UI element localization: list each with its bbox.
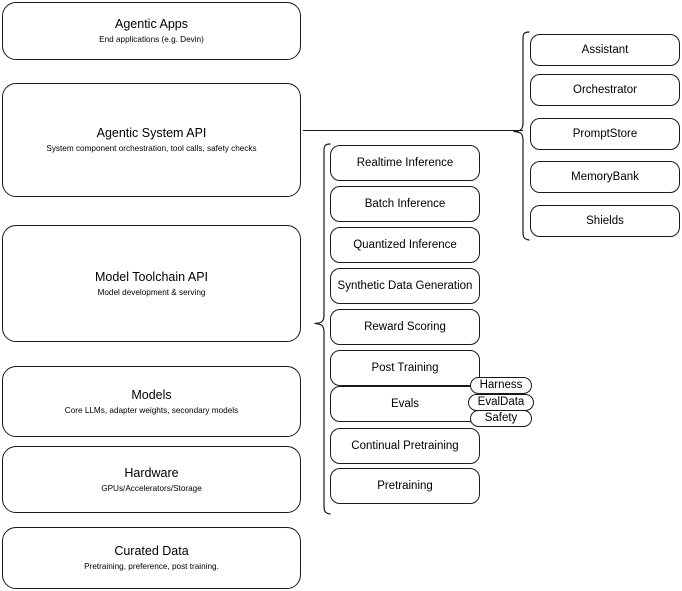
- evals-pill-harness[interactable]: Harness: [470, 377, 532, 394]
- brace-system-components: [513, 31, 530, 241]
- system-label: Orchestrator: [573, 84, 637, 96]
- layer-title: Curated Data: [114, 544, 189, 558]
- toolchain-box-evals[interactable]: Evals: [330, 386, 480, 422]
- system-box-promptstore[interactable]: PromptStore: [530, 118, 680, 150]
- evals-pill-label: Harness: [479, 379, 523, 391]
- layer-subtitle: Model development & serving: [97, 287, 206, 297]
- toolchain-box-post-training[interactable]: Post Training: [330, 350, 480, 386]
- layer-title: Models: [131, 387, 172, 402]
- toolchain-label: Batch Inference: [364, 198, 446, 210]
- layer-title: Agentic Apps: [115, 17, 188, 31]
- layer-box-model-toolchain-api[interactable]: Model Toolchain API Model development & …: [2, 225, 301, 342]
- evals-pill-evaldata[interactable]: EvalData: [468, 394, 534, 411]
- toolchain-box-pretraining[interactable]: Pretraining: [330, 468, 480, 504]
- toolchain-label: Synthetic Data Generation: [337, 280, 473, 292]
- toolchain-box-synthetic-data-generation[interactable]: Synthetic Data Generation: [330, 268, 480, 304]
- toolchain-label: Realtime Inference: [356, 157, 454, 169]
- layer-box-hardware[interactable]: Hardware GPUs/Accelerators/Storage: [2, 446, 301, 513]
- toolchain-box-continual-pretraining[interactable]: Continual Pretraining: [330, 428, 480, 464]
- evals-pill-label: EvalData: [477, 396, 525, 408]
- toolchain-box-reward-scoring[interactable]: Reward Scoring: [330, 309, 480, 345]
- layer-box-agentic-system-api[interactable]: Agentic System API System component orch…: [2, 83, 301, 197]
- layer-box-curated-data[interactable]: Curated Data Pretraining, preference, po…: [2, 527, 301, 589]
- system-label: Shields: [586, 215, 624, 227]
- layer-title: Model Toolchain API: [94, 269, 209, 284]
- evals-pill-safety[interactable]: Safety: [470, 410, 532, 427]
- system-label: MemoryBank: [571, 171, 639, 183]
- layer-subtitle: Pretraining, preference, post training.: [84, 562, 219, 571]
- layer-title: Hardware: [124, 465, 179, 480]
- layer-subtitle: GPUs/Accelerators/Storage: [101, 483, 202, 493]
- connector-line-system-api-to-components: [303, 130, 523, 131]
- layer-subtitle: System component orchestration, tool cal…: [46, 144, 257, 153]
- toolchain-box-quantized-inference[interactable]: Quantized Inference: [330, 227, 480, 263]
- system-box-orchestrator[interactable]: Orchestrator: [530, 74, 680, 106]
- layer-title: Agentic System API: [96, 126, 207, 140]
- toolchain-label: Pretraining: [377, 480, 433, 492]
- toolchain-label: Continual Pretraining: [351, 440, 459, 452]
- evals-pill-label: Safety: [484, 412, 518, 424]
- system-box-shields[interactable]: Shields: [530, 205, 680, 237]
- layer-subtitle: End applications (e.g. Devin): [99, 35, 204, 44]
- system-box-memorybank[interactable]: MemoryBank: [530, 161, 680, 193]
- layer-subtitle: Core LLMs, adapter weights, secondary mo…: [64, 405, 239, 415]
- toolchain-box-batch-inference[interactable]: Batch Inference: [330, 186, 480, 222]
- system-box-assistant[interactable]: Assistant: [530, 34, 680, 66]
- system-label: Assistant: [581, 44, 629, 56]
- toolchain-label: Quantized Inference: [353, 239, 457, 251]
- layer-box-models[interactable]: Models Core LLMs, adapter weights, secon…: [2, 366, 301, 437]
- toolchain-box-realtime-inference[interactable]: Realtime Inference: [330, 145, 480, 181]
- system-label: PromptStore: [572, 128, 638, 140]
- brace-toolchain: [314, 143, 331, 515]
- layer-box-agentic-apps[interactable]: Agentic Apps End applications (e.g. Devi…: [2, 2, 301, 60]
- toolchain-label: Post Training: [371, 362, 439, 374]
- toolchain-label: Evals: [390, 398, 420, 410]
- toolchain-label: Reward Scoring: [364, 321, 446, 333]
